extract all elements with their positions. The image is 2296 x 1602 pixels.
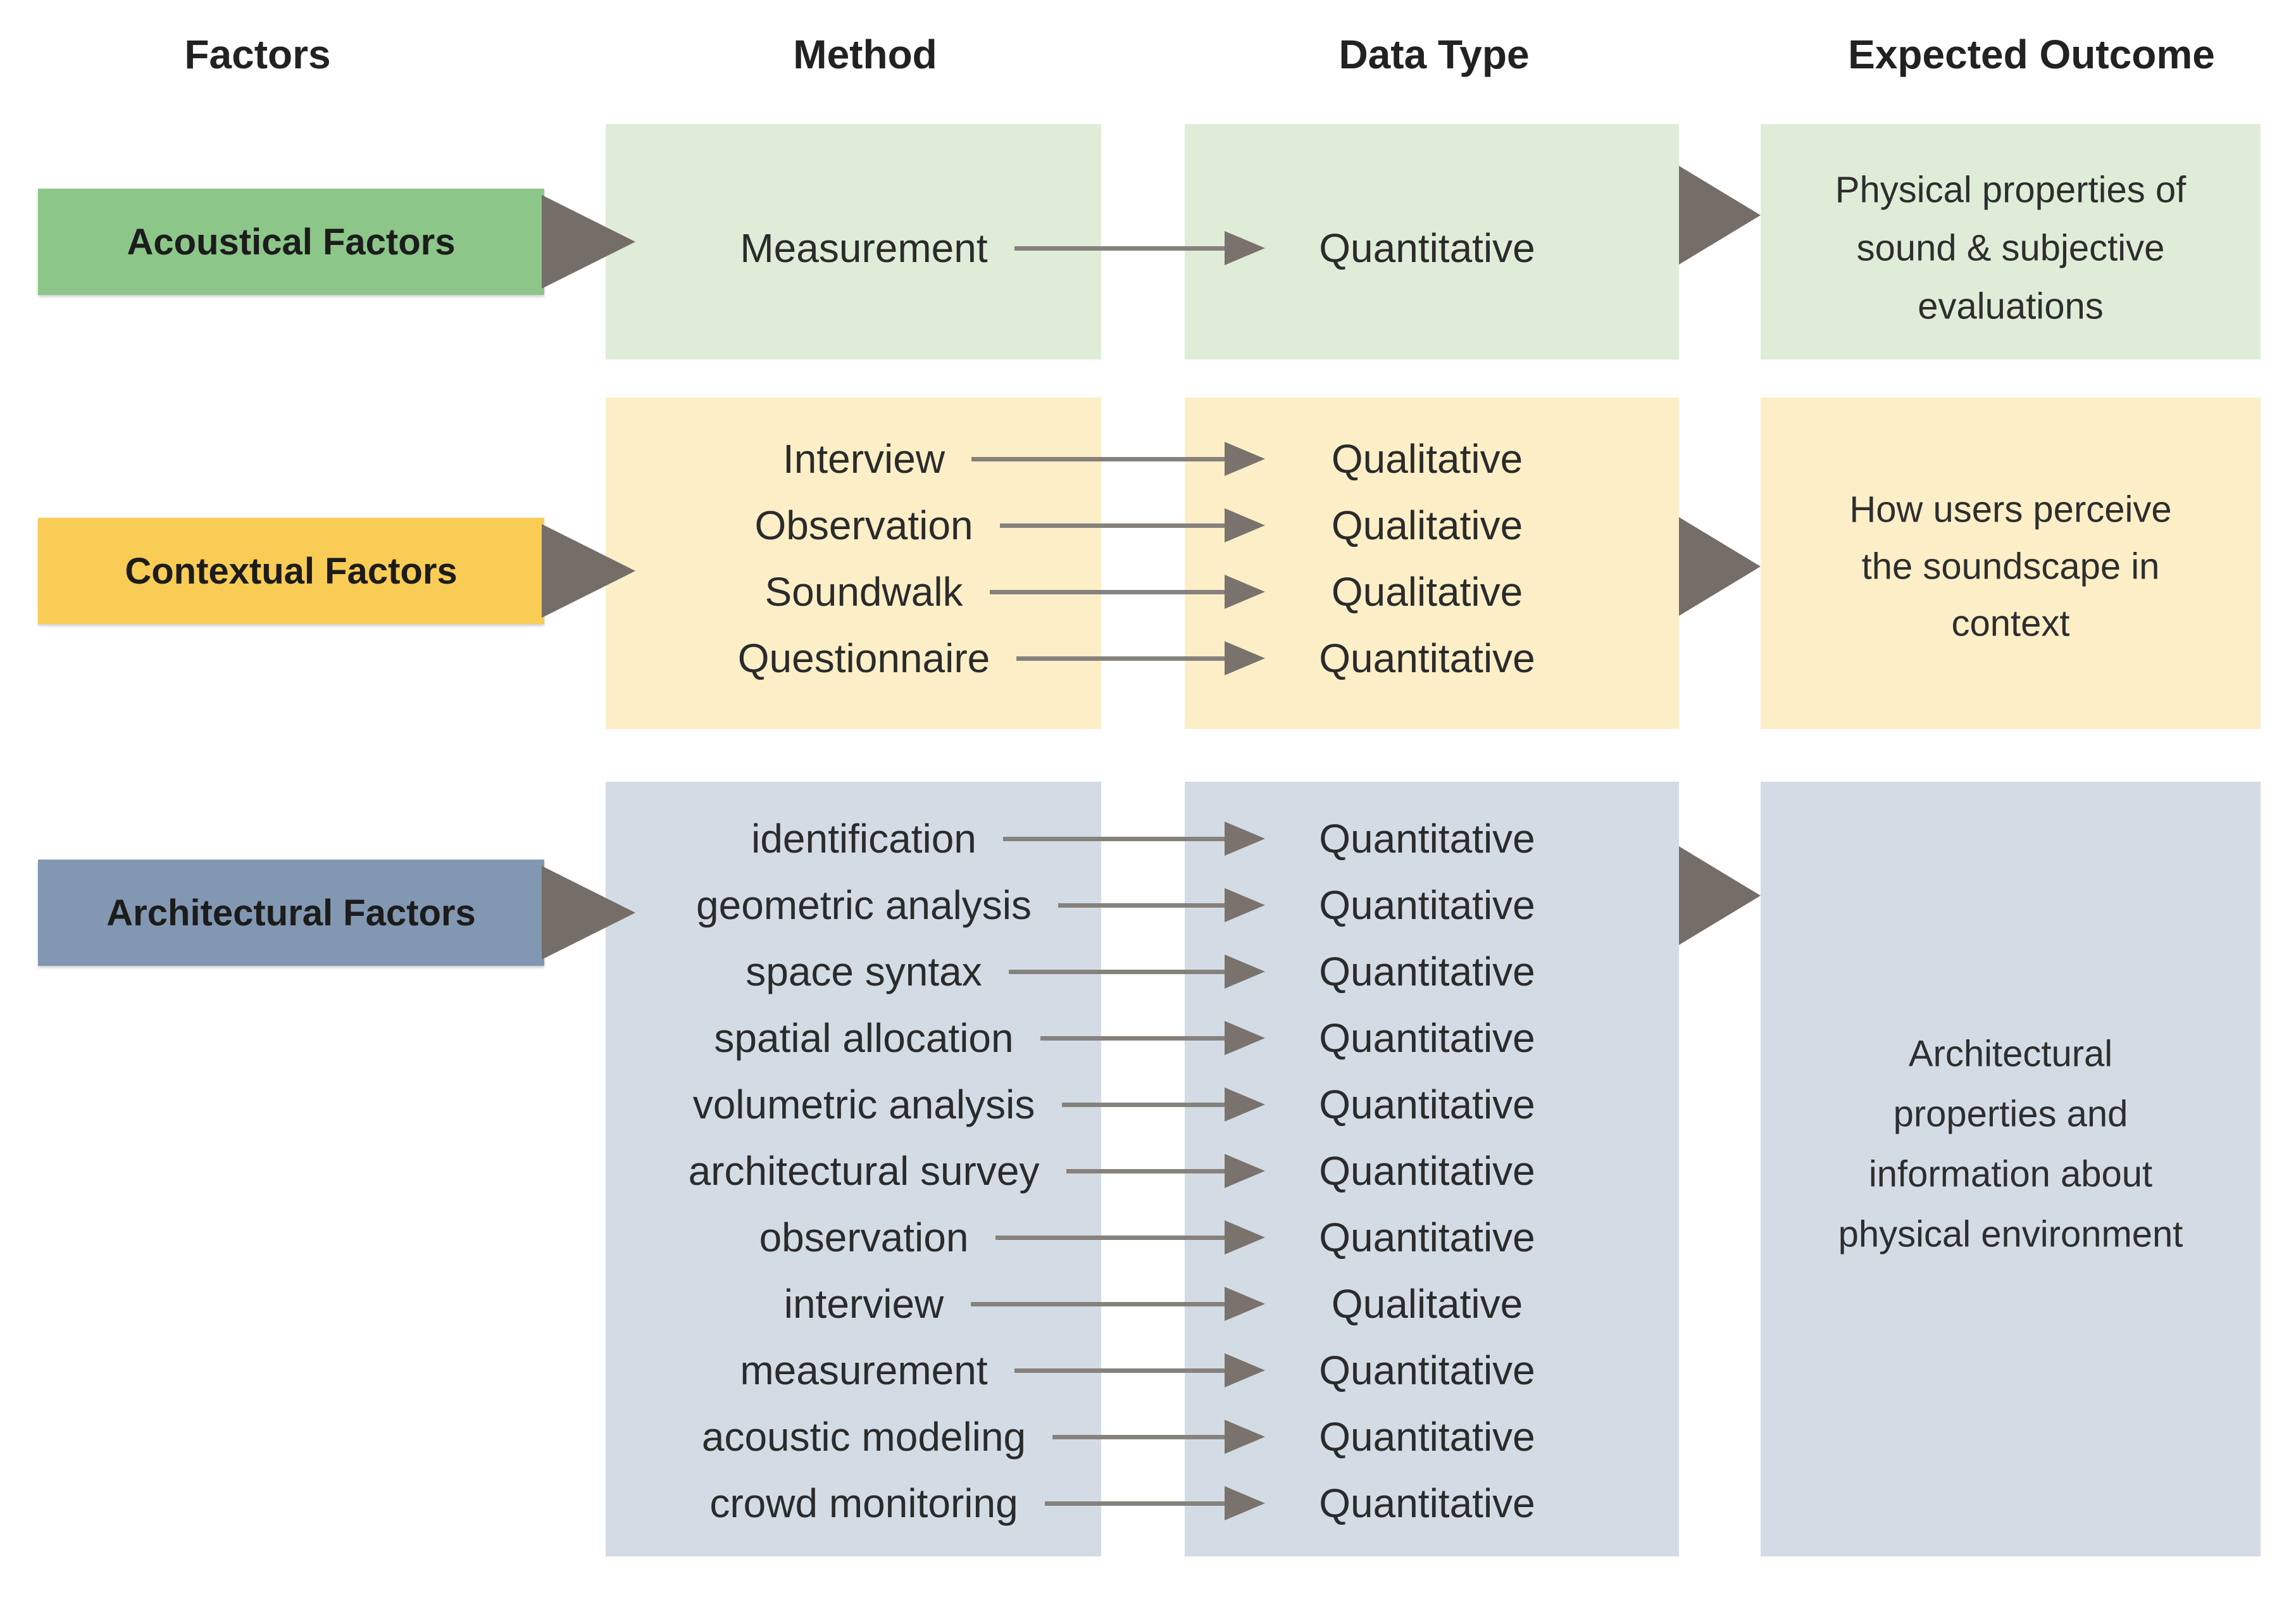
factor-label-architectural: Architectural Factors bbox=[106, 892, 476, 934]
factor-label-acoustical: Acoustical Factors bbox=[127, 221, 456, 263]
connector-arrow-right-icon bbox=[1225, 641, 1265, 675]
outcome-text-line: sound & subjective bbox=[1856, 227, 2165, 269]
connector-arrow-right-icon bbox=[1225, 231, 1265, 265]
method-panel-contextual bbox=[606, 397, 1101, 729]
connector-line bbox=[1066, 1169, 1225, 1173]
flow-arrow-right-icon bbox=[1679, 846, 1761, 945]
connector-line bbox=[1014, 246, 1225, 251]
outcome-text-line: How users perceive bbox=[1849, 489, 2172, 530]
outcome-text-line: Physical properties of bbox=[1835, 169, 2187, 211]
method-label: space syntax bbox=[746, 949, 982, 994]
data-type-label: Quantitative bbox=[1319, 1480, 1535, 1526]
outcome-text-line: the soundscape in bbox=[1861, 546, 2160, 587]
method-label: identification bbox=[751, 816, 976, 861]
data-type-label: Qualitative bbox=[1331, 436, 1523, 482]
connector-arrow-right-icon bbox=[1225, 822, 1265, 856]
connector-line bbox=[1044, 1501, 1225, 1506]
factor-label-contextual: Contextual Factors bbox=[125, 550, 458, 592]
factor-box-acoustical: Acoustical Factors bbox=[38, 189, 544, 295]
data-type-panel-contextual bbox=[1185, 397, 1679, 729]
data-type-label: Quantitative bbox=[1319, 816, 1535, 861]
connector-line bbox=[1061, 1103, 1225, 1107]
data-type-label: Qualitative bbox=[1331, 1281, 1523, 1327]
column-header-expected-outcome: Expected Outcome bbox=[1848, 32, 2215, 77]
method-label: crowd monitoring bbox=[709, 1480, 1018, 1526]
method-label: volumetric analysis bbox=[692, 1082, 1035, 1127]
connector-line bbox=[1009, 970, 1225, 974]
method-label: geometric analysis bbox=[696, 882, 1032, 928]
connector-arrow-right-icon bbox=[1225, 508, 1265, 542]
outcome-text-line: physical environment bbox=[1838, 1213, 2183, 1255]
method-label: Soundwalk bbox=[764, 569, 963, 615]
data-type-label: Qualitative bbox=[1331, 503, 1523, 548]
connector-line bbox=[1003, 837, 1225, 841]
method-label: architectural survey bbox=[688, 1148, 1040, 1194]
outcome-panel-contextual bbox=[1761, 397, 2261, 729]
method-panel-acoustical bbox=[606, 124, 1101, 360]
data-type-label: Quantitative bbox=[1319, 635, 1535, 681]
connector-line bbox=[989, 590, 1225, 594]
connector-line bbox=[970, 1302, 1225, 1306]
connector-line bbox=[971, 457, 1225, 461]
outcome-text-line: Architectural bbox=[1908, 1033, 2113, 1075]
method-label: Interview bbox=[782, 436, 945, 482]
connector-line bbox=[999, 523, 1225, 528]
connector-arrow-right-icon bbox=[1225, 888, 1265, 922]
flow-arrow-right-icon bbox=[1679, 517, 1761, 616]
connector-arrow-right-icon bbox=[1225, 1287, 1265, 1321]
flow-arrow-right-icon bbox=[1679, 166, 1761, 265]
connector-arrow-right-icon bbox=[1225, 1021, 1265, 1055]
connector-arrow-right-icon bbox=[1225, 1420, 1265, 1454]
data-type-label: Quantitative bbox=[1319, 1414, 1535, 1460]
outcome-text-line: information about bbox=[1868, 1153, 2153, 1195]
connector-arrow-right-icon bbox=[1225, 1486, 1265, 1520]
data-type-panel-architectural bbox=[1185, 782, 1679, 1556]
method-label: acoustic modeling bbox=[701, 1414, 1026, 1460]
column-header-factors: Factors bbox=[184, 32, 331, 77]
data-type-label: Quantitative bbox=[1319, 1148, 1535, 1194]
method-label: spatial allocation bbox=[714, 1015, 1014, 1061]
data-type-label: Quantitative bbox=[1319, 1015, 1535, 1061]
connector-arrow-right-icon bbox=[1225, 954, 1265, 989]
data-type-label: Quantitative bbox=[1319, 882, 1535, 928]
method-label: measurement bbox=[740, 1348, 988, 1393]
connector-arrow-right-icon bbox=[1225, 1154, 1265, 1188]
connector-arrow-right-icon bbox=[1225, 442, 1265, 476]
method-label: observation bbox=[759, 1215, 969, 1260]
data-type-panel-acoustical bbox=[1185, 124, 1679, 360]
method-label: Measurement bbox=[740, 225, 988, 271]
method-panel-architectural bbox=[606, 782, 1101, 1556]
factor-arrow-right-icon bbox=[542, 524, 635, 618]
factor-box-architectural: Architectural Factors bbox=[38, 860, 544, 966]
connector-line bbox=[1016, 656, 1225, 661]
factor-arrow-right-icon bbox=[542, 866, 635, 960]
outcome-text-line: context bbox=[1951, 603, 2070, 644]
connector-line bbox=[1040, 1036, 1225, 1041]
connector-arrow-right-icon bbox=[1225, 1353, 1265, 1387]
outcome-panel-acoustical bbox=[1761, 124, 2261, 360]
factor-box-contextual: Contextual Factors bbox=[38, 518, 544, 624]
column-header-method: Method bbox=[793, 32, 937, 77]
connector-arrow-right-icon bbox=[1225, 1087, 1265, 1122]
data-type-label: Quantitative bbox=[1319, 225, 1535, 271]
column-header-data-type: Data Type bbox=[1338, 32, 1530, 77]
method-label: Observation bbox=[754, 503, 973, 548]
method-label: interview bbox=[783, 1281, 944, 1327]
data-type-label: Quantitative bbox=[1319, 1348, 1535, 1393]
data-type-label: Quantitative bbox=[1319, 1215, 1535, 1260]
connector-line bbox=[995, 1236, 1225, 1240]
connector-arrow-right-icon bbox=[1225, 1220, 1265, 1255]
method-label: Questionnaire bbox=[737, 635, 990, 681]
data-type-label: Qualitative bbox=[1331, 569, 1523, 615]
data-type-label: Quantitative bbox=[1319, 949, 1535, 994]
outcome-text-line: evaluations bbox=[1918, 285, 2104, 327]
connector-line bbox=[1052, 1435, 1225, 1439]
connector-arrow-right-icon bbox=[1225, 575, 1265, 609]
outcome-text-line: properties and bbox=[1893, 1093, 2128, 1135]
connector-line bbox=[1014, 1368, 1225, 1373]
connector-line bbox=[1058, 903, 1225, 908]
factor-arrow-right-icon bbox=[542, 195, 635, 289]
outcome-panel-architectural bbox=[1761, 782, 2261, 1556]
data-type-label: Quantitative bbox=[1319, 1082, 1535, 1127]
